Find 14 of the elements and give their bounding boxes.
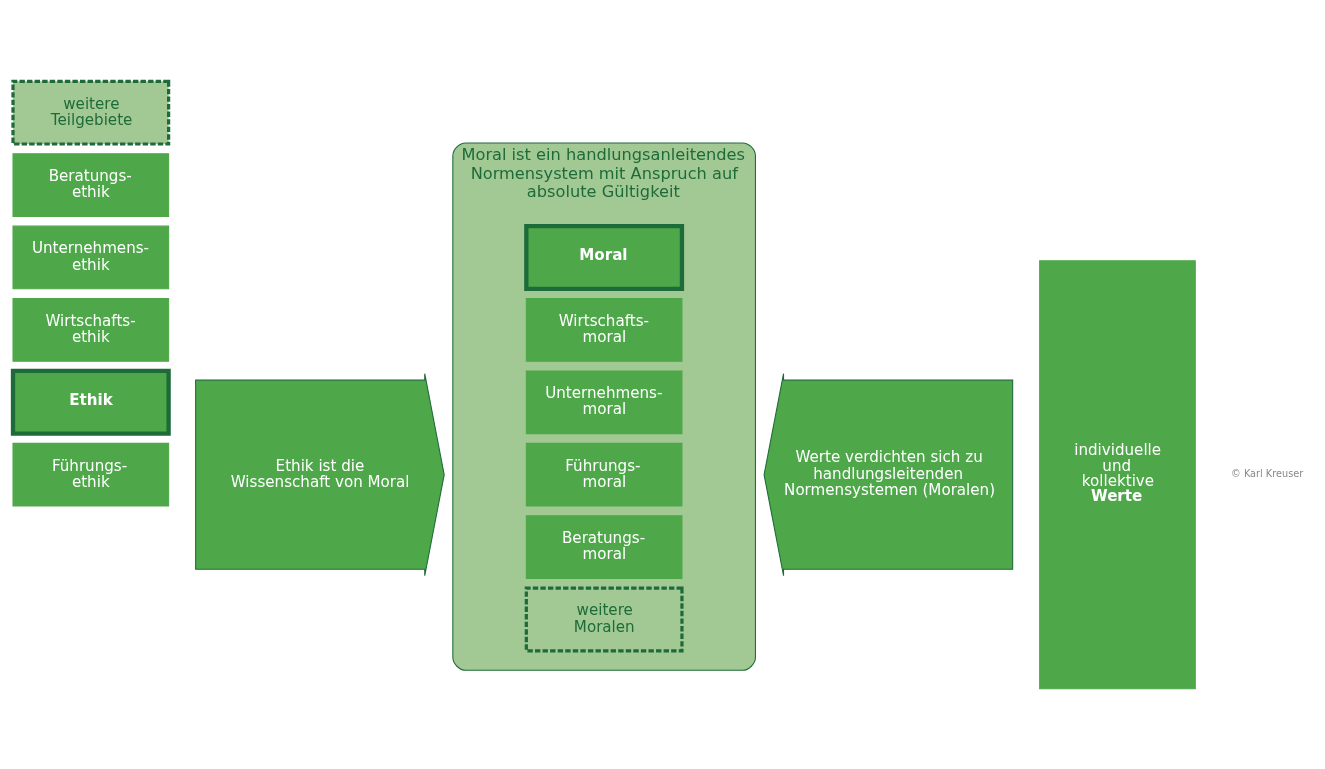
node-box: Unternehmens- ethik	[12, 225, 170, 289]
node-box: Wirtschafts- ethik	[12, 297, 170, 362]
node-box: Moral	[524, 223, 685, 291]
node-box: Unternehmens- moral	[525, 369, 683, 434]
node-box: weitere Moralen	[524, 586, 684, 652]
node-box: Ethik	[10, 368, 171, 436]
node-box: weitere Teilgebiete	[11, 79, 171, 146]
node-box: Wirtschafts- moral	[525, 297, 683, 362]
label: © Karl Kreuser	[1231, 467, 1304, 479]
node-box: Beratungs- ethik	[12, 152, 170, 217]
node-box: Beratungs- moral	[525, 514, 683, 579]
node-box: Führungs- ethik	[12, 442, 170, 507]
node-box: Führungs- moral	[525, 442, 683, 507]
node-box: individuelle und kollektive Werte	[1039, 259, 1196, 689]
